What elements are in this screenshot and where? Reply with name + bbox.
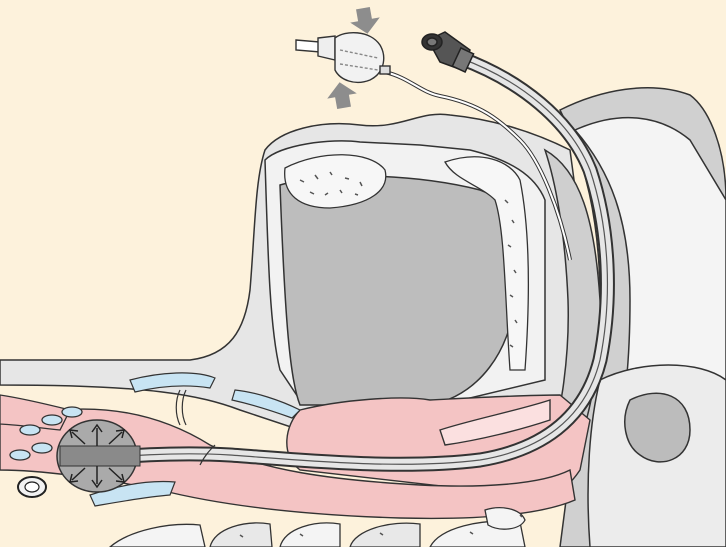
tube-tip [18,477,46,497]
